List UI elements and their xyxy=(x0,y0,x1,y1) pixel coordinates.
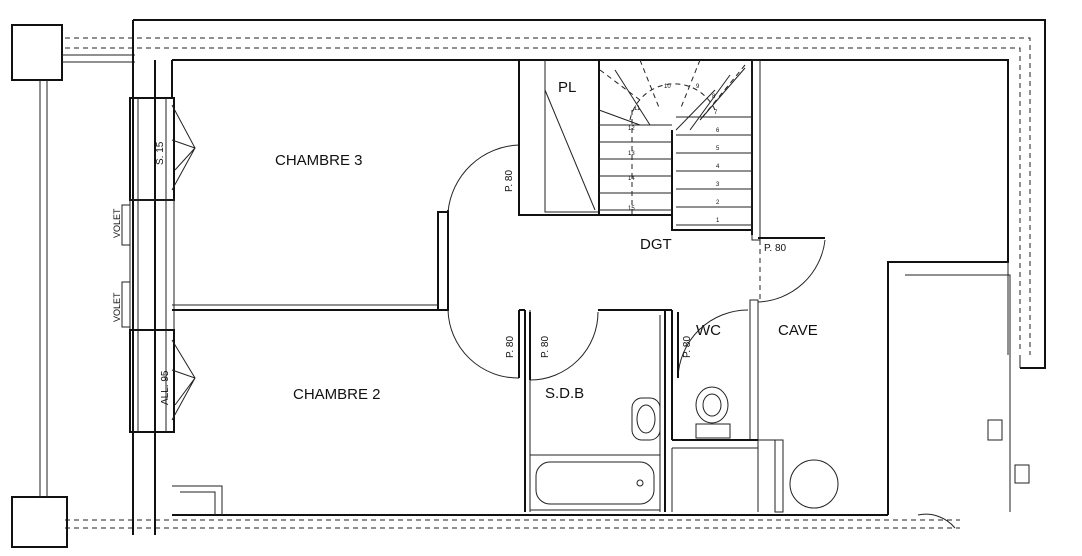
meter-symbol-bottom xyxy=(1014,464,1030,484)
partition-chambres xyxy=(172,211,449,311)
room-label-dgt: DGT xyxy=(640,236,672,253)
stair-step-number: 9 xyxy=(696,84,700,90)
stair-step-number: 3 xyxy=(716,182,720,188)
toilet xyxy=(695,386,731,439)
corner-post-bottom xyxy=(11,496,68,548)
stair-step-number: 13 xyxy=(628,151,635,157)
stair-step-number: 5 xyxy=(716,146,720,152)
hatched-wall xyxy=(749,59,784,513)
stair-step-number: 4 xyxy=(716,164,720,170)
room-label-pl: PL xyxy=(558,79,576,96)
volet-label-1: VOLET xyxy=(112,208,122,238)
door-label-chambre2: P. 80 xyxy=(505,336,516,358)
room-label-wc: WC xyxy=(696,322,721,339)
window-label-bottom: ALL. 95 xyxy=(160,370,171,405)
room-label-sdb: S.D.B xyxy=(545,385,584,402)
outer-boundary xyxy=(65,37,1031,529)
stair-step-number: 2 xyxy=(716,200,720,206)
volet-label-2: VOLET xyxy=(112,292,122,322)
wc-walls xyxy=(665,309,759,512)
bathtub xyxy=(529,454,661,511)
stair-step-number: 10 xyxy=(664,84,671,90)
window-label-top: S. 15 xyxy=(155,141,166,165)
stair-step-number: 6 xyxy=(716,128,720,134)
exterior-walls xyxy=(132,19,1046,535)
corner-post-top xyxy=(11,24,63,81)
stair-step-number: 1 xyxy=(716,218,720,224)
sink xyxy=(631,397,661,441)
meter-symbol-top xyxy=(987,419,1003,441)
stair-step-number: 14 xyxy=(628,176,635,182)
stair-step-number: 8 xyxy=(712,94,716,100)
door-sdb xyxy=(529,311,599,381)
window-volet xyxy=(121,199,175,331)
staircase xyxy=(598,59,753,235)
door-label-cave: P. 80 xyxy=(764,243,786,254)
room-label-chambre3: CHAMBRE 3 xyxy=(275,152,363,169)
stair-step-number: 11 xyxy=(634,106,641,112)
door-wc xyxy=(677,309,749,379)
stair-step-number: 12 xyxy=(628,126,635,132)
stair-step-number: 15 xyxy=(628,206,635,212)
stair-step-number: 7 xyxy=(714,110,718,116)
room-label-chambre2: CHAMBRE 2 xyxy=(293,386,381,403)
water-tank xyxy=(789,459,839,509)
room-label-cave: CAVE xyxy=(778,322,818,339)
window-bottom xyxy=(129,329,196,433)
door-chambre2 xyxy=(447,309,520,379)
door-cave xyxy=(757,237,826,303)
door-label-chambre3: P. 80 xyxy=(504,170,515,192)
door-label-wc: P. 80 xyxy=(682,336,693,358)
ventilation-box xyxy=(172,485,223,515)
door-label-sdb: P. 80 xyxy=(540,336,551,358)
